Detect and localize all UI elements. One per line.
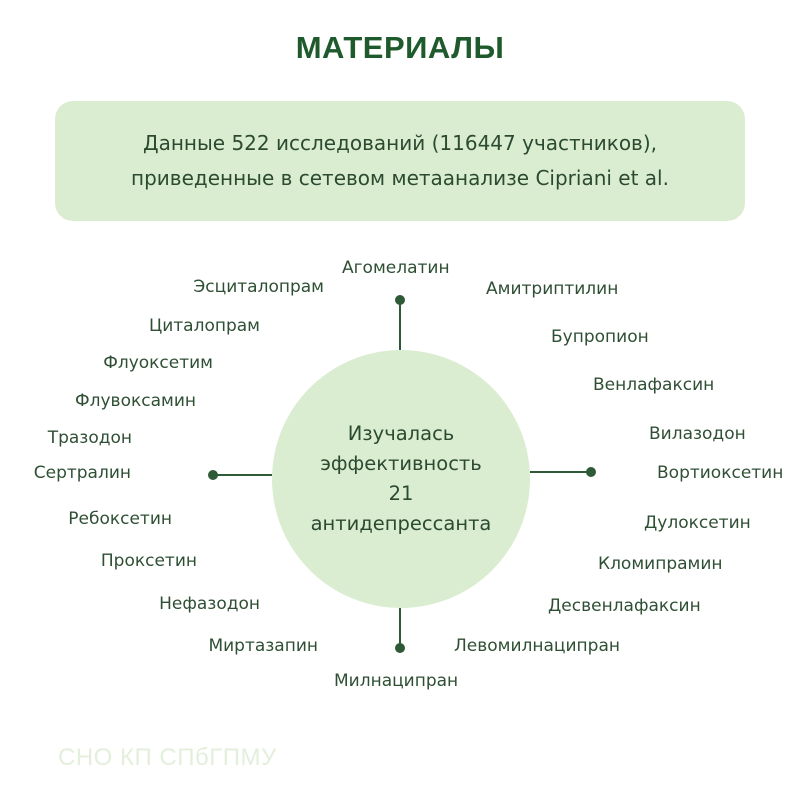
drug-left-2: Циталопрам (149, 316, 260, 336)
connector-left-dot (208, 470, 218, 480)
footer-watermark: СНО КП СПбГПМУ (58, 744, 277, 771)
center-text-line-4: антидепрессанта (310, 512, 492, 535)
drug-right-1: Амитриптилин (486, 279, 619, 299)
source-info-line-2: приведенные в сетевом метаанализе Cipria… (131, 166, 669, 190)
drug-right-7: Кломипрамин (598, 554, 723, 574)
connector-top-dot (395, 295, 405, 305)
drug-right-9: Левомилнаципран (454, 636, 620, 656)
drug-left-1: Эсциталопрам (193, 277, 324, 297)
drug-right-5: Вортиоксетин (657, 463, 784, 483)
connector-bottom-dot (395, 643, 405, 653)
page-title: МАТЕРИАЛЫ (295, 30, 505, 65)
drug-left-4: Флувоксамин (74, 391, 196, 411)
drug-right-8: Десвенлафаксин (548, 596, 701, 616)
drug-left-8: Проксетин (100, 551, 197, 571)
drug-right-4: Вилазодон (649, 424, 746, 444)
source-info-line-1: Данные 522 исследований (116447 участник… (142, 131, 658, 155)
drug-right-6: Дулоксетин (644, 513, 751, 533)
drug-top: Агомелатин (342, 258, 450, 278)
drug-right-2: Бупропион (551, 327, 649, 347)
drug-left-9: Нефазодон (159, 594, 260, 614)
drug-left-10: Миртазапин (208, 636, 318, 656)
drug-right-3: Венлафаксин (593, 375, 715, 395)
drug-left-7: Ребоксетин (68, 509, 172, 529)
drug-bottom: Милнаципран (334, 671, 459, 691)
center-text-line-2: эффективность (320, 452, 482, 475)
drug-left-3: Флуоксетим (103, 353, 213, 373)
center-text-line-1: Изучалась (347, 422, 455, 445)
center-text-line-3: 21 (388, 482, 414, 505)
center-circle: Изучалась эффективность 21 антидепрессан… (272, 350, 530, 608)
drug-left-5: Тразодон (47, 428, 132, 448)
connector-right-dot (586, 467, 596, 477)
drug-left-6: Сертралин (33, 463, 131, 483)
source-info-box: Данные 522 исследований (116447 участник… (55, 101, 745, 221)
